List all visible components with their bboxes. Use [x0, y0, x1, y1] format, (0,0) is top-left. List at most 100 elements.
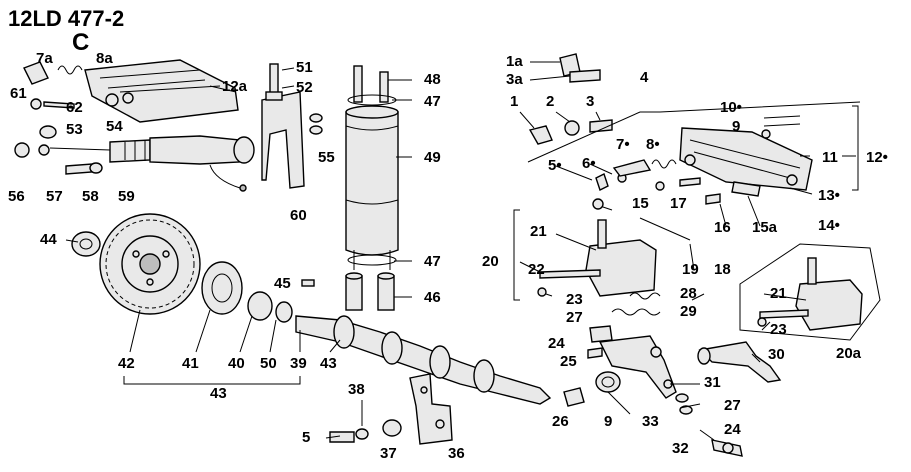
callout: 29 — [680, 303, 697, 320]
callout: 56 — [8, 188, 25, 205]
callout: 47 — [424, 253, 441, 270]
lever-30 — [697, 341, 782, 383]
callout: 39 — [290, 355, 307, 372]
callout: 48 — [424, 71, 441, 88]
gear-42 — [71, 213, 201, 315]
callout: 5 — [302, 429, 310, 446]
callout: 18 — [714, 261, 731, 278]
callout: 9 — [604, 413, 612, 430]
small-parts-1-2-3 — [528, 53, 801, 145]
callout: 43 — [320, 355, 337, 372]
callout: 5• — [548, 157, 562, 174]
cylinder-49 — [345, 65, 399, 311]
callout: 33 — [642, 413, 659, 430]
callout: 1a — [506, 53, 523, 70]
callout: 3a — [506, 71, 523, 88]
callout: 23 — [770, 321, 787, 338]
callout: 20a — [836, 345, 862, 362]
callout: 11 — [822, 149, 838, 166]
callout: 4 — [640, 69, 649, 86]
callout: 53 — [66, 121, 83, 138]
callout: 9 — [732, 118, 740, 135]
callout: 43 — [210, 385, 227, 402]
callout: 1 — [510, 93, 518, 110]
callout: 30 — [768, 346, 785, 363]
callout: 52 — [296, 79, 313, 96]
callout: 60 — [290, 207, 307, 224]
leader-lines — [65, 61, 856, 441]
callout: 21 — [770, 285, 787, 302]
callout: 15 — [632, 195, 649, 212]
governor-housing-11 — [679, 127, 813, 191]
callout: 8a — [96, 50, 113, 67]
lever-plate-31 — [587, 325, 677, 399]
callout: 32 — [672, 440, 689, 457]
callout: 62 — [66, 99, 83, 116]
callout: 31 — [704, 374, 721, 391]
group-letter: C — [72, 29, 89, 56]
callout: 51 — [296, 59, 313, 76]
callout: 44 — [40, 231, 57, 248]
governor-assembly-20a — [757, 257, 863, 331]
callout: 36 — [448, 445, 465, 462]
callout: 12• — [866, 149, 888, 166]
callout: 13• — [818, 187, 840, 204]
group-outline-20a — [739, 243, 881, 341]
callout: 45 — [274, 275, 291, 292]
callout: 26 — [552, 413, 569, 430]
camshaft-43 — [201, 261, 552, 405]
callout: 6• — [582, 155, 596, 172]
callout: 3 — [586, 93, 594, 110]
callout: 27 — [566, 309, 583, 326]
callout: 50 — [260, 355, 277, 372]
callout: 21 — [530, 223, 547, 240]
callout: 14• — [818, 217, 840, 234]
callout: 8• — [646, 136, 660, 153]
callout: 15a — [752, 219, 778, 236]
callout: 57 — [46, 188, 63, 205]
control-rod-54 — [14, 125, 255, 192]
callout: 16 — [714, 219, 731, 236]
callout: 54 — [106, 118, 123, 135]
group-bracket-4 — [527, 101, 861, 163]
bracket-36 — [329, 373, 453, 445]
group-bracket-43 — [123, 376, 301, 385]
callout: 12a — [222, 78, 248, 95]
callout: 24 — [548, 335, 565, 352]
model-title: 12LD 477-2 — [8, 6, 124, 31]
callout: 27 — [724, 397, 741, 414]
group-bracket-20 — [513, 209, 520, 301]
governor-assembly-20 — [537, 198, 691, 316]
callout: 40 — [228, 355, 245, 372]
callout: 20 — [482, 253, 499, 270]
callout: 7• — [616, 136, 630, 153]
group-bracket-12 — [852, 105, 859, 191]
callout: 41 — [182, 355, 199, 372]
callout: 23 — [566, 291, 583, 308]
callout: 19 — [682, 261, 699, 278]
injection-pump-bracket-60 — [261, 63, 323, 189]
callout: 42 — [118, 355, 135, 372]
callout: 55 — [318, 149, 335, 166]
lever-parts-5-6-7-8 — [595, 159, 761, 205]
callout: 47 — [424, 93, 441, 110]
callout: 58 — [82, 188, 99, 205]
callout-labels: 7a 8a 12a 61 62 53 54 56 57 58 59 51 52 … — [8, 50, 888, 462]
callout: 2 — [546, 93, 554, 110]
callout: 10• — [720, 99, 742, 116]
callout: 7a — [36, 50, 53, 67]
spring-lever-7a-8a — [23, 61, 83, 110]
callout: 24 — [724, 421, 741, 438]
callout: 25 — [560, 353, 577, 370]
callout: 28 — [680, 285, 697, 302]
callout: 37 — [380, 445, 397, 462]
callout: 22 — [528, 261, 545, 278]
callout: 49 — [424, 149, 441, 166]
callout: 61 — [10, 85, 27, 102]
callout: 17 — [670, 195, 687, 212]
lever-bracket-12a — [84, 59, 239, 123]
callout: 38 — [348, 381, 365, 398]
callout: 46 — [424, 289, 441, 306]
